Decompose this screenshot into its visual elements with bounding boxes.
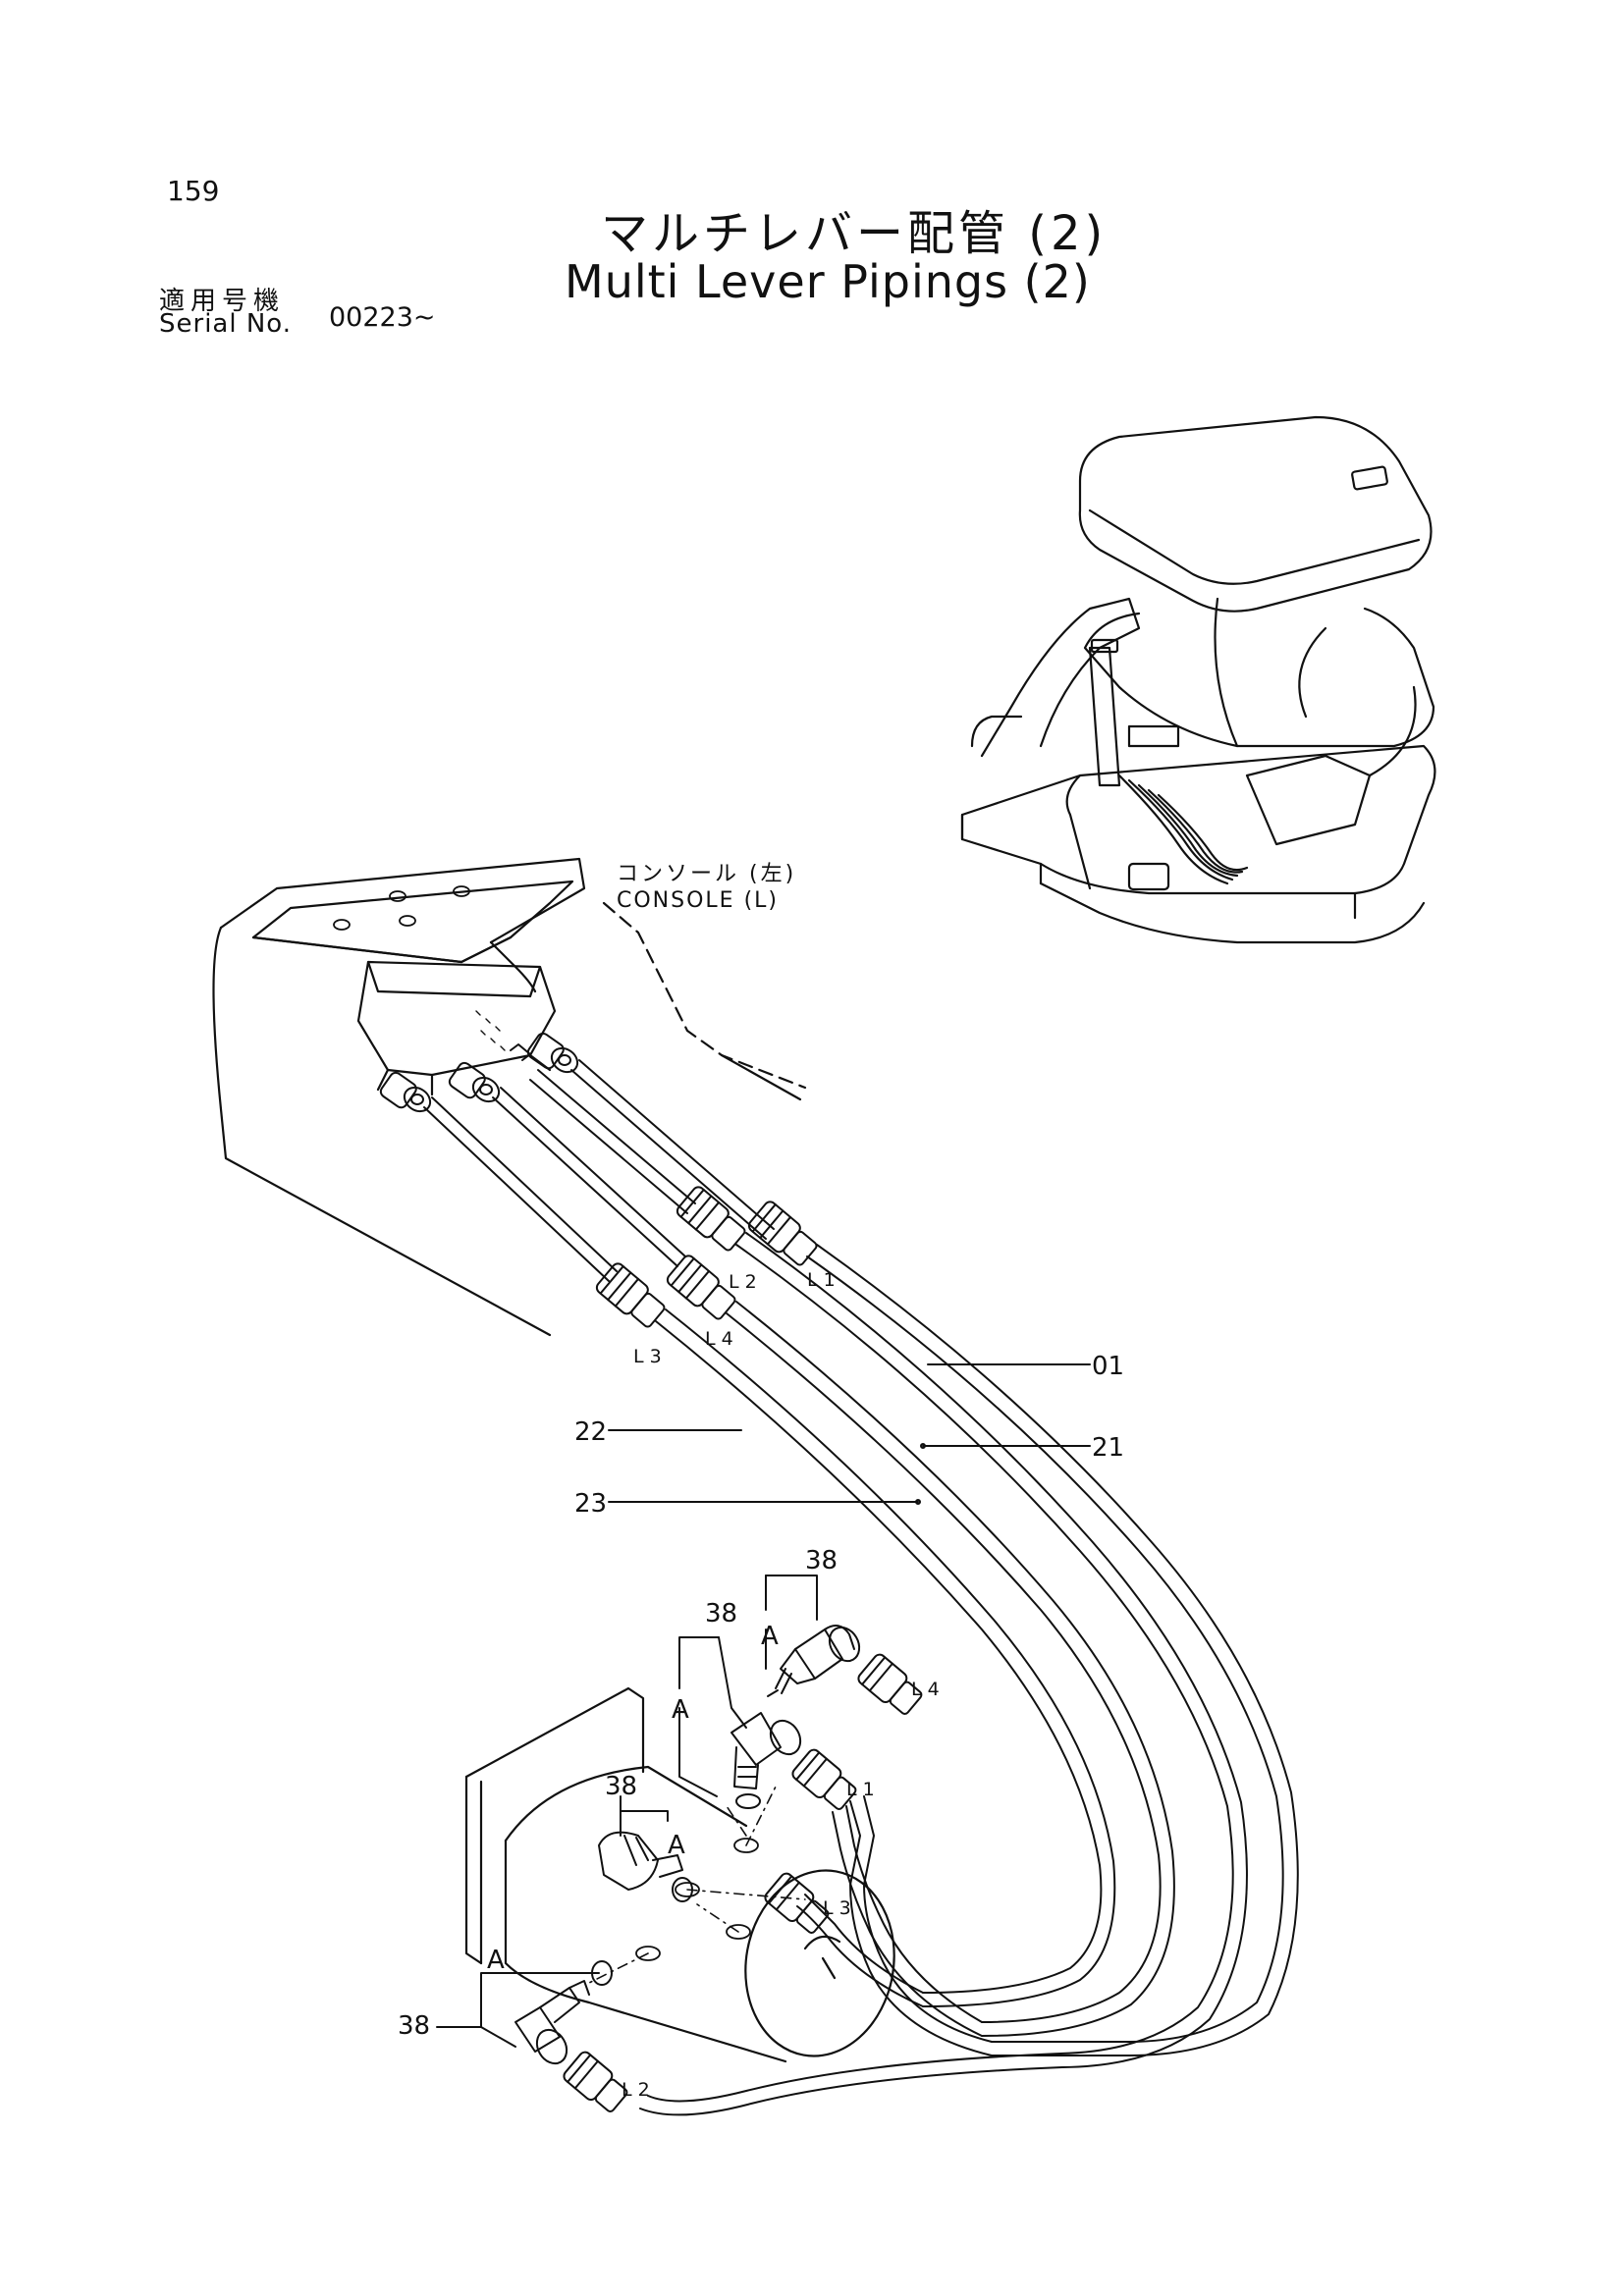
- label-l1-upper: L 1: [807, 1269, 836, 1291]
- valve-body-illustration: [464, 1686, 895, 2063]
- hose-bundle-long: [639, 1232, 1299, 2116]
- callout-01: 01: [1092, 1352, 1124, 1381]
- title-japanese: マルチレバー配管 (2): [601, 206, 1108, 261]
- callout-a-bottom: A: [487, 1946, 505, 1975]
- callout-38-top-right: 38: [805, 1546, 838, 1575]
- callout-38-upper-left: 38: [705, 1599, 737, 1629]
- callout-a-middle: A: [668, 1831, 685, 1860]
- callout-23: 23: [574, 1489, 607, 1519]
- hose-fittings-lower: [563, 1653, 923, 2112]
- label-l2-upper: L 2: [729, 1271, 757, 1293]
- label-l1-lower: L 1: [846, 1779, 875, 1800]
- console-label-japanese: コンソール (左): [617, 862, 797, 886]
- callout-a-upper: A: [672, 1695, 689, 1725]
- label-l4-lower: L 4: [911, 1679, 940, 1700]
- serial-number-value: 00223~: [329, 302, 436, 333]
- console-left-illustration: [212, 857, 807, 1337]
- console-label-english: CONSOLE (L): [617, 888, 779, 913]
- callout-labels: 01 21 22 23 38 38 38 38 A A A A L 1 L 2 …: [398, 1269, 1124, 2101]
- callout-21: 21: [1092, 1433, 1124, 1463]
- label-l4-upper: L 4: [705, 1328, 733, 1350]
- page-number: 159: [167, 175, 220, 207]
- callout-leaders: [436, 1363, 1091, 2048]
- elbow-fittings: [514, 1625, 861, 2065]
- callout-a-top: A: [761, 1622, 779, 1651]
- label-l3-lower: L 3: [823, 1897, 851, 1919]
- callout-38-bottom: 38: [398, 2011, 430, 2041]
- seat-inset-illustration: [960, 415, 1436, 944]
- title-english: Multi Lever Pipings (2): [565, 255, 1091, 308]
- hose-bundle-upper: [423, 1059, 775, 1282]
- label-l3-upper: L 3: [633, 1346, 662, 1367]
- serial-label-japanese: 適用号機: [159, 287, 286, 316]
- hose-fittings-upper: [595, 1186, 818, 1328]
- serial-label-english: Serial No.: [159, 309, 292, 339]
- callout-38-middle: 38: [605, 1772, 637, 1801]
- callout-22: 22: [574, 1417, 607, 1447]
- label-l2-lower: L 2: [622, 2079, 650, 2101]
